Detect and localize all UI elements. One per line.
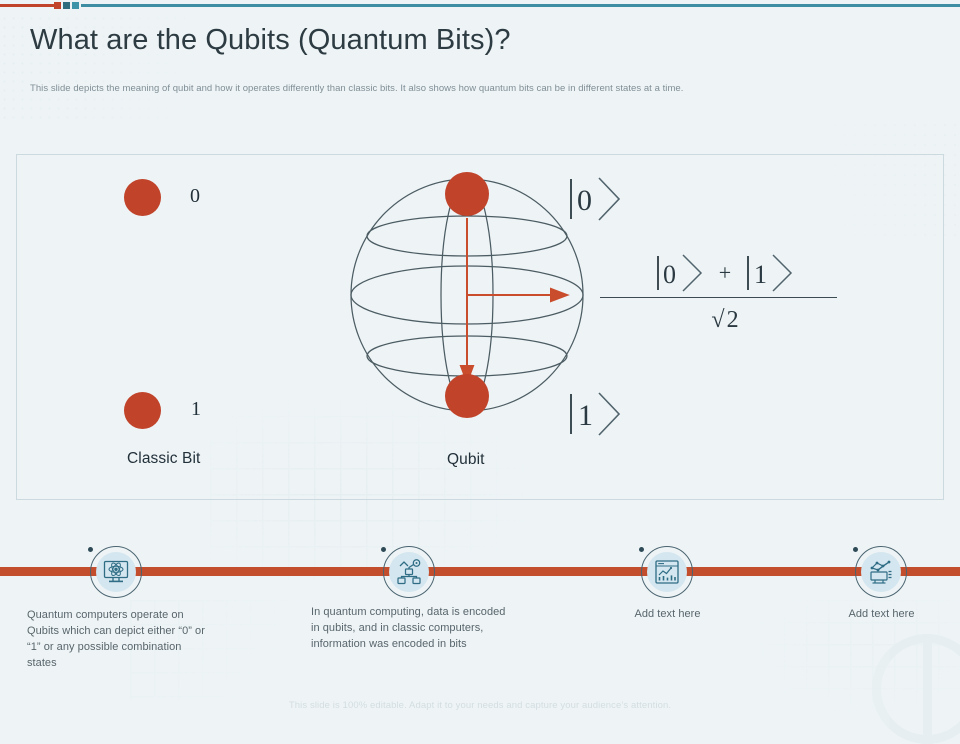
classic-bit-label-zero: 0 [190, 185, 200, 207]
accent-square-dark-teal [63, 1, 70, 9]
network-computer-icon [870, 560, 892, 584]
timeline-node-4-marker-dot [853, 547, 858, 552]
formula-numerator: 0 + 1 [600, 252, 850, 294]
timeline-node-2-marker-dot [381, 547, 386, 552]
accent-line-left [0, 4, 54, 7]
ket-angle [598, 177, 621, 221]
timeline-node-3[interactable] [639, 546, 693, 598]
top-accent-bar [0, 0, 960, 12]
timeline-node-4[interactable] [853, 546, 907, 598]
formula-fraction-bar [600, 297, 837, 299]
page-title: What are the Qubits (Quantum Bits)? [30, 24, 511, 56]
accent-line-right [81, 4, 960, 7]
footer-note: This slide is 100% editable. Adapt it to… [288, 700, 672, 711]
globe-watermark-icon [872, 634, 960, 744]
timeline-node-1[interactable] [88, 546, 142, 598]
page-subtitle: This slide depicts the meaning of qubit … [30, 83, 684, 94]
ket-zero-top-digit: 0 [577, 184, 592, 217]
qubit-pole-top [445, 172, 489, 216]
classic-bit-label-one: 1 [191, 398, 201, 420]
ket-zero-top: 0 [566, 175, 624, 223]
diagram-panel [16, 154, 944, 500]
timeline-node-3-marker-dot [639, 547, 644, 552]
timeline-caption-4: Add text here [848, 608, 915, 620]
formula-ket-one-digit: 1 [754, 260, 767, 289]
sphere-arrow-vertical [459, 218, 475, 385]
data-network-icon [397, 559, 421, 585]
timeline-caption-1: Quantum computers operate on Qubits whic… [27, 609, 205, 669]
classic-bit-dot-one [124, 392, 161, 429]
timeline-node-1-marker-dot [88, 547, 93, 552]
sphere-arrow-horizontal [467, 287, 570, 303]
classic-bit-dot-zero [124, 179, 161, 216]
timeline-node-2-ring [383, 546, 435, 598]
qubit-pole-bottom [445, 374, 489, 418]
timeline-bar [0, 567, 960, 576]
formula-denominator: √ 2 [600, 300, 850, 340]
timeline-node-3-ring [641, 546, 693, 598]
dashboard-chart-icon [655, 560, 679, 584]
ket-one-bottom: 1 [566, 390, 624, 438]
accent-square-teal [72, 1, 79, 9]
timeline-node-4-ring [855, 546, 907, 598]
ket-angle [598, 392, 621, 436]
quantum-computer-icon [103, 560, 129, 583]
accent-square-orange [54, 1, 61, 9]
formula-ket-one: 1 [747, 254, 793, 292]
formula-ket-zero: 0 [656, 254, 702, 292]
classic-bit-caption: Classic Bit [127, 450, 201, 467]
qubit-caption: Qubit [447, 451, 485, 468]
timeline-node-2[interactable] [381, 546, 435, 598]
formula-radicand: 2 [726, 306, 739, 333]
ket-one-bottom-digit: 1 [578, 399, 593, 432]
timeline-caption-3: Add text here [634, 608, 701, 620]
formula-plus-sign: + [718, 260, 732, 285]
timeline-node-1-ring [90, 546, 142, 598]
formula-ket-zero-digit: 0 [663, 260, 676, 289]
superposition-formula: 0 + 1 √ 2 [600, 252, 850, 340]
timeline-caption-2: In quantum computing, data is encoded in… [311, 606, 506, 650]
bloch-sphere-diagram [350, 172, 584, 418]
formula-radical-sign: √ [711, 306, 725, 333]
